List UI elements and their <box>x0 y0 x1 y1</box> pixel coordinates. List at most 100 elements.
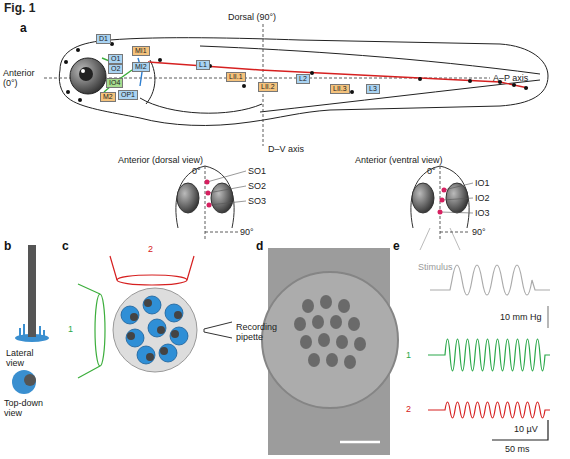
scale-bar <box>547 306 548 328</box>
neuromast-dot <box>206 191 211 196</box>
tag-text: O2 <box>111 65 120 72</box>
neuromast <box>66 90 70 94</box>
figure-title: Fig. 1 <box>4 2 35 15</box>
hair-cells <box>121 296 188 364</box>
response-trace-2 <box>428 402 550 418</box>
head-eye <box>446 183 468 213</box>
neuromast-tag: L1 <box>196 60 210 70</box>
fish-larva <box>59 38 548 126</box>
neuromast-dot <box>442 188 447 193</box>
hair-cell <box>143 296 161 314</box>
tag-text: M2 <box>103 93 113 100</box>
neuromast-dot <box>205 180 210 185</box>
kinocilium-dot <box>171 330 179 338</box>
neuromast <box>468 79 472 83</box>
neuromast-label: SO2 <box>248 181 266 191</box>
panel-letter: e <box>393 240 400 253</box>
view-label: Anterior (dorsal view) <box>118 155 203 165</box>
kinocilium-dot <box>146 353 154 361</box>
fish-eye <box>70 58 106 94</box>
neuromast-label: SO3 <box>248 196 266 206</box>
yolk-line <box>140 98 262 113</box>
neuromast-disc <box>113 288 197 372</box>
tag-text: MI2 <box>135 63 147 70</box>
cell-image <box>300 335 312 349</box>
fish-pupil <box>79 67 93 81</box>
neuromast-label: SO1 <box>248 166 266 176</box>
angle-axis <box>205 166 206 240</box>
neuromast <box>64 60 68 64</box>
neuromast-tag: O2 <box>108 64 123 74</box>
hair-cell <box>170 327 188 345</box>
angle-label: 0° <box>192 166 201 176</box>
scale-label: 10 mm Hg <box>500 312 542 322</box>
tag-text: MI1 <box>135 47 147 54</box>
hair-cell <box>159 344 177 362</box>
trunk-line <box>260 80 540 112</box>
scale-label: 50 ms <box>505 444 530 454</box>
neuromast-label: IO3 <box>475 208 490 218</box>
traces <box>428 265 550 440</box>
neuromast-label: IO1 <box>475 178 490 188</box>
panel-letter: d <box>256 240 263 253</box>
panel-letter: a <box>20 22 27 35</box>
kinocilium <box>28 245 36 337</box>
hair-cell <box>165 304 183 322</box>
axis-label: Anterior (0°) <box>3 68 45 88</box>
cell-images <box>294 295 366 369</box>
stimulus-pipette-1 <box>78 284 100 378</box>
kinocilium-dot <box>130 313 138 321</box>
cell-image <box>320 295 332 309</box>
tag-text: L1 <box>199 61 207 68</box>
axis-label: Dorsal (90°) <box>228 12 276 22</box>
cell-image <box>344 355 356 369</box>
fish-outline <box>59 38 548 126</box>
neuromast-label: IO2 <box>475 193 490 203</box>
tag-text: LII.3 <box>333 85 347 92</box>
stimulus-pipette-2 <box>117 275 187 285</box>
neuromast-tag: LII.2 <box>258 82 278 92</box>
hair-cell <box>148 319 166 337</box>
tag-text: L3 <box>369 85 377 92</box>
neuromasts <box>64 42 528 102</box>
neuromast-tag: IO4 <box>106 78 123 88</box>
ventral-head-view <box>411 166 473 250</box>
neuromast-tag: MI1 <box>132 46 150 56</box>
view-label: Lateral view <box>6 348 46 368</box>
cell-image <box>326 353 338 367</box>
neuromast-dot <box>207 203 212 208</box>
angle-axis <box>440 232 470 233</box>
cell-top <box>12 370 36 394</box>
neuromast-tag: LII.1 <box>226 72 246 82</box>
dorsal-head-view <box>176 166 246 240</box>
angle-axis <box>440 166 441 240</box>
neuromast-tag: L2 <box>296 74 310 84</box>
tag-text: OP1 <box>121 91 135 98</box>
head-eye <box>211 183 233 213</box>
axis-label: A–P axis <box>493 73 528 83</box>
neuromast <box>350 90 354 94</box>
channel-number: 2 <box>148 244 153 254</box>
view-label: Top-down view <box>4 398 54 418</box>
channel-number: 1 <box>68 324 73 334</box>
channel-number: 1 <box>406 350 411 360</box>
neuromast-dot <box>440 198 445 203</box>
stimulus-pipette-1 <box>95 294 105 366</box>
leader-line <box>207 171 246 205</box>
channel-number: 2 <box>406 404 411 414</box>
neuromast-tag: D1 <box>96 34 111 44</box>
kinocilium-dot <box>144 299 152 307</box>
angle-axis <box>205 232 238 233</box>
kinocilium-dot <box>24 374 36 386</box>
eye-highlight <box>81 69 85 73</box>
head-eye <box>412 183 434 213</box>
response-trace-1 <box>428 339 550 371</box>
neuromast <box>512 83 516 87</box>
cell-image <box>336 335 348 349</box>
kinocilium-dot <box>127 332 135 340</box>
scale-label: 10 µV <box>514 424 538 434</box>
leader-line <box>440 183 473 213</box>
cell-image <box>354 337 366 351</box>
cell-image <box>312 315 324 329</box>
